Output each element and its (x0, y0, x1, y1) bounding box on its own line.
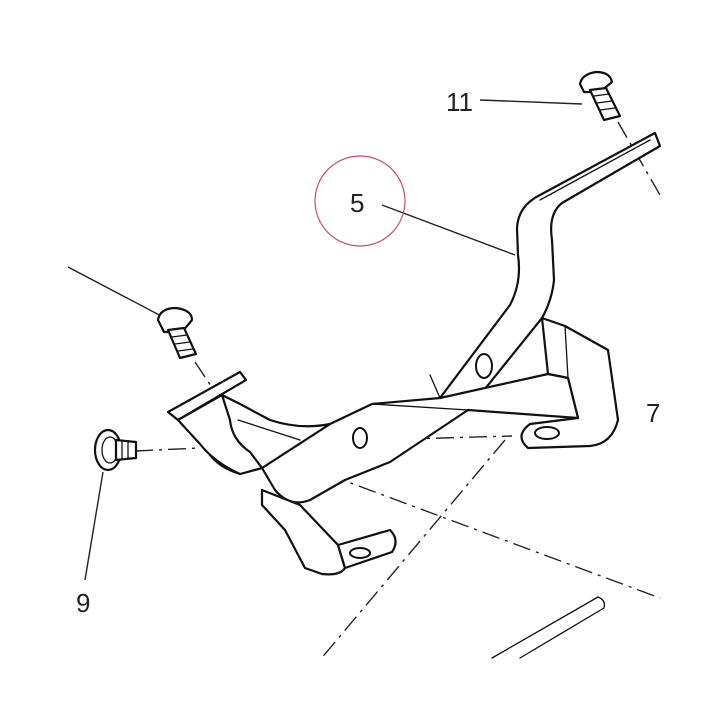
bracket-center-hole-lower (352, 427, 368, 449)
rod-part (491, 596, 606, 659)
leader-5 (381, 204, 516, 256)
callout-5: 5 (350, 188, 364, 218)
leader-11 (479, 99, 583, 105)
bolt-11-shank (588, 86, 622, 122)
bracket-left-lip (176, 393, 264, 476)
leader-left-bolt (67, 266, 166, 319)
bracket-right-tab-hole (534, 426, 560, 440)
bolt-11 (578, 70, 622, 122)
leader-lines (67, 99, 583, 581)
bolt-left-thread-3 (177, 348, 194, 352)
bracket-right-tab-bend (564, 325, 569, 379)
axis-bolt-left (194, 361, 216, 393)
bolt-left-head (156, 306, 194, 334)
bolt-11-thread-3 (599, 107, 616, 111)
axis-bolt-9 (134, 447, 201, 452)
callout-9: 9 (76, 588, 90, 618)
rod-end-cap (597, 596, 606, 609)
bolt-left-thread-1 (171, 334, 188, 338)
bracket-center-body (260, 372, 580, 504)
axis-lower-diagonal (319, 439, 506, 661)
rod-edge-lower (519, 607, 605, 659)
bracket-center-hole-upper (475, 353, 493, 379)
bolt-left-thread-2 (174, 341, 191, 345)
bracket-upper-arm-edge (539, 139, 651, 201)
bracket-center-fold (429, 374, 441, 399)
bolt-11-thread-1 (593, 93, 610, 97)
bracket-left-flange (166, 370, 248, 422)
bolt-11-thread-2 (596, 100, 613, 104)
callout-7: 7 (646, 398, 660, 428)
bolt-9 (93, 428, 138, 472)
highlight-circle (314, 155, 406, 247)
axis-hole-to-bracket (369, 435, 513, 441)
bracket-left-crease (237, 419, 301, 441)
bolt-11-head (578, 70, 614, 94)
leader-9 (84, 471, 104, 581)
bracket-part-5 (166, 131, 662, 576)
bolt-left (156, 306, 198, 360)
rod-edge-upper (491, 596, 599, 659)
bolt-9-shank (114, 438, 138, 462)
bracket-center-bend (371, 403, 469, 411)
bracket-lower-foot-hole (349, 547, 371, 559)
callout-11: 11 (446, 87, 473, 117)
